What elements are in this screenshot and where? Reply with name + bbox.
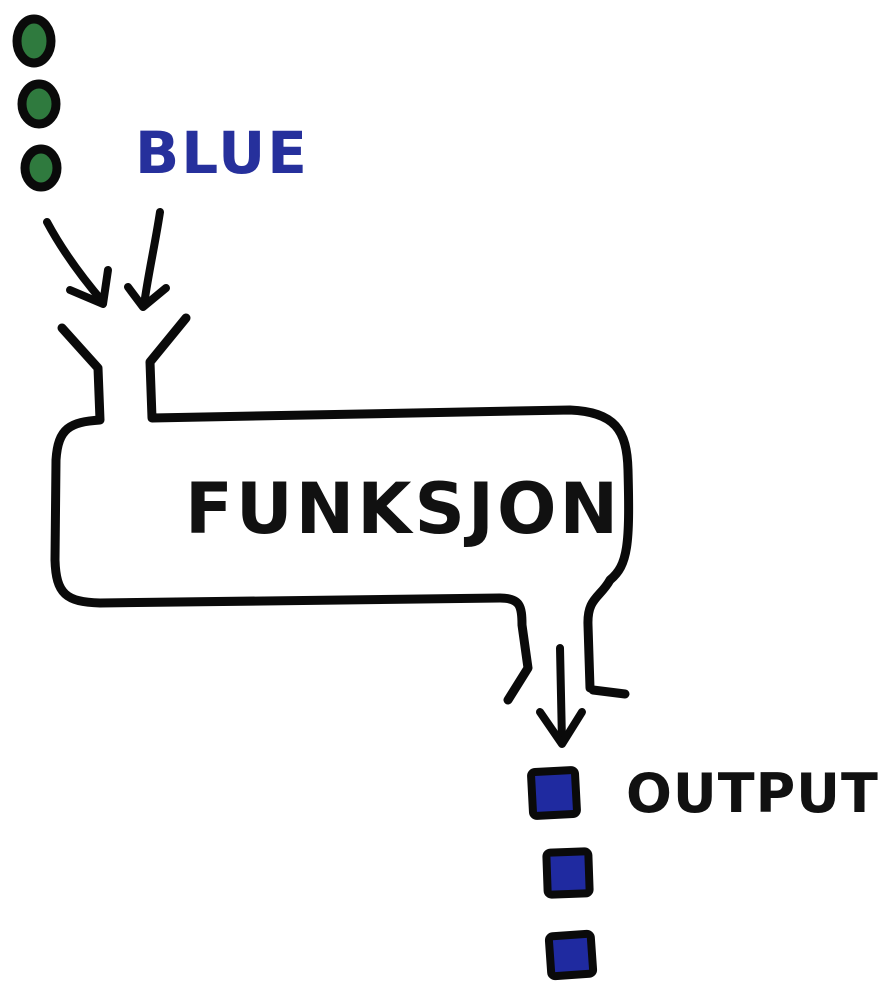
input-dot [20,144,62,192]
input-arrow-left [43,218,112,308]
function-box [50,313,634,705]
input-dot [12,14,56,68]
function-label: FUNKSJON [185,468,621,550]
output-arrow [536,644,586,748]
param-label: BLUE [135,119,309,187]
input-arrow-right [124,208,170,311]
output-square [542,847,594,899]
output-label: OUTPUT [626,762,879,825]
input-dots [12,14,62,192]
output-square [544,929,598,981]
input-dot [17,79,61,129]
output-square [527,766,581,820]
output-squares [527,766,598,981]
